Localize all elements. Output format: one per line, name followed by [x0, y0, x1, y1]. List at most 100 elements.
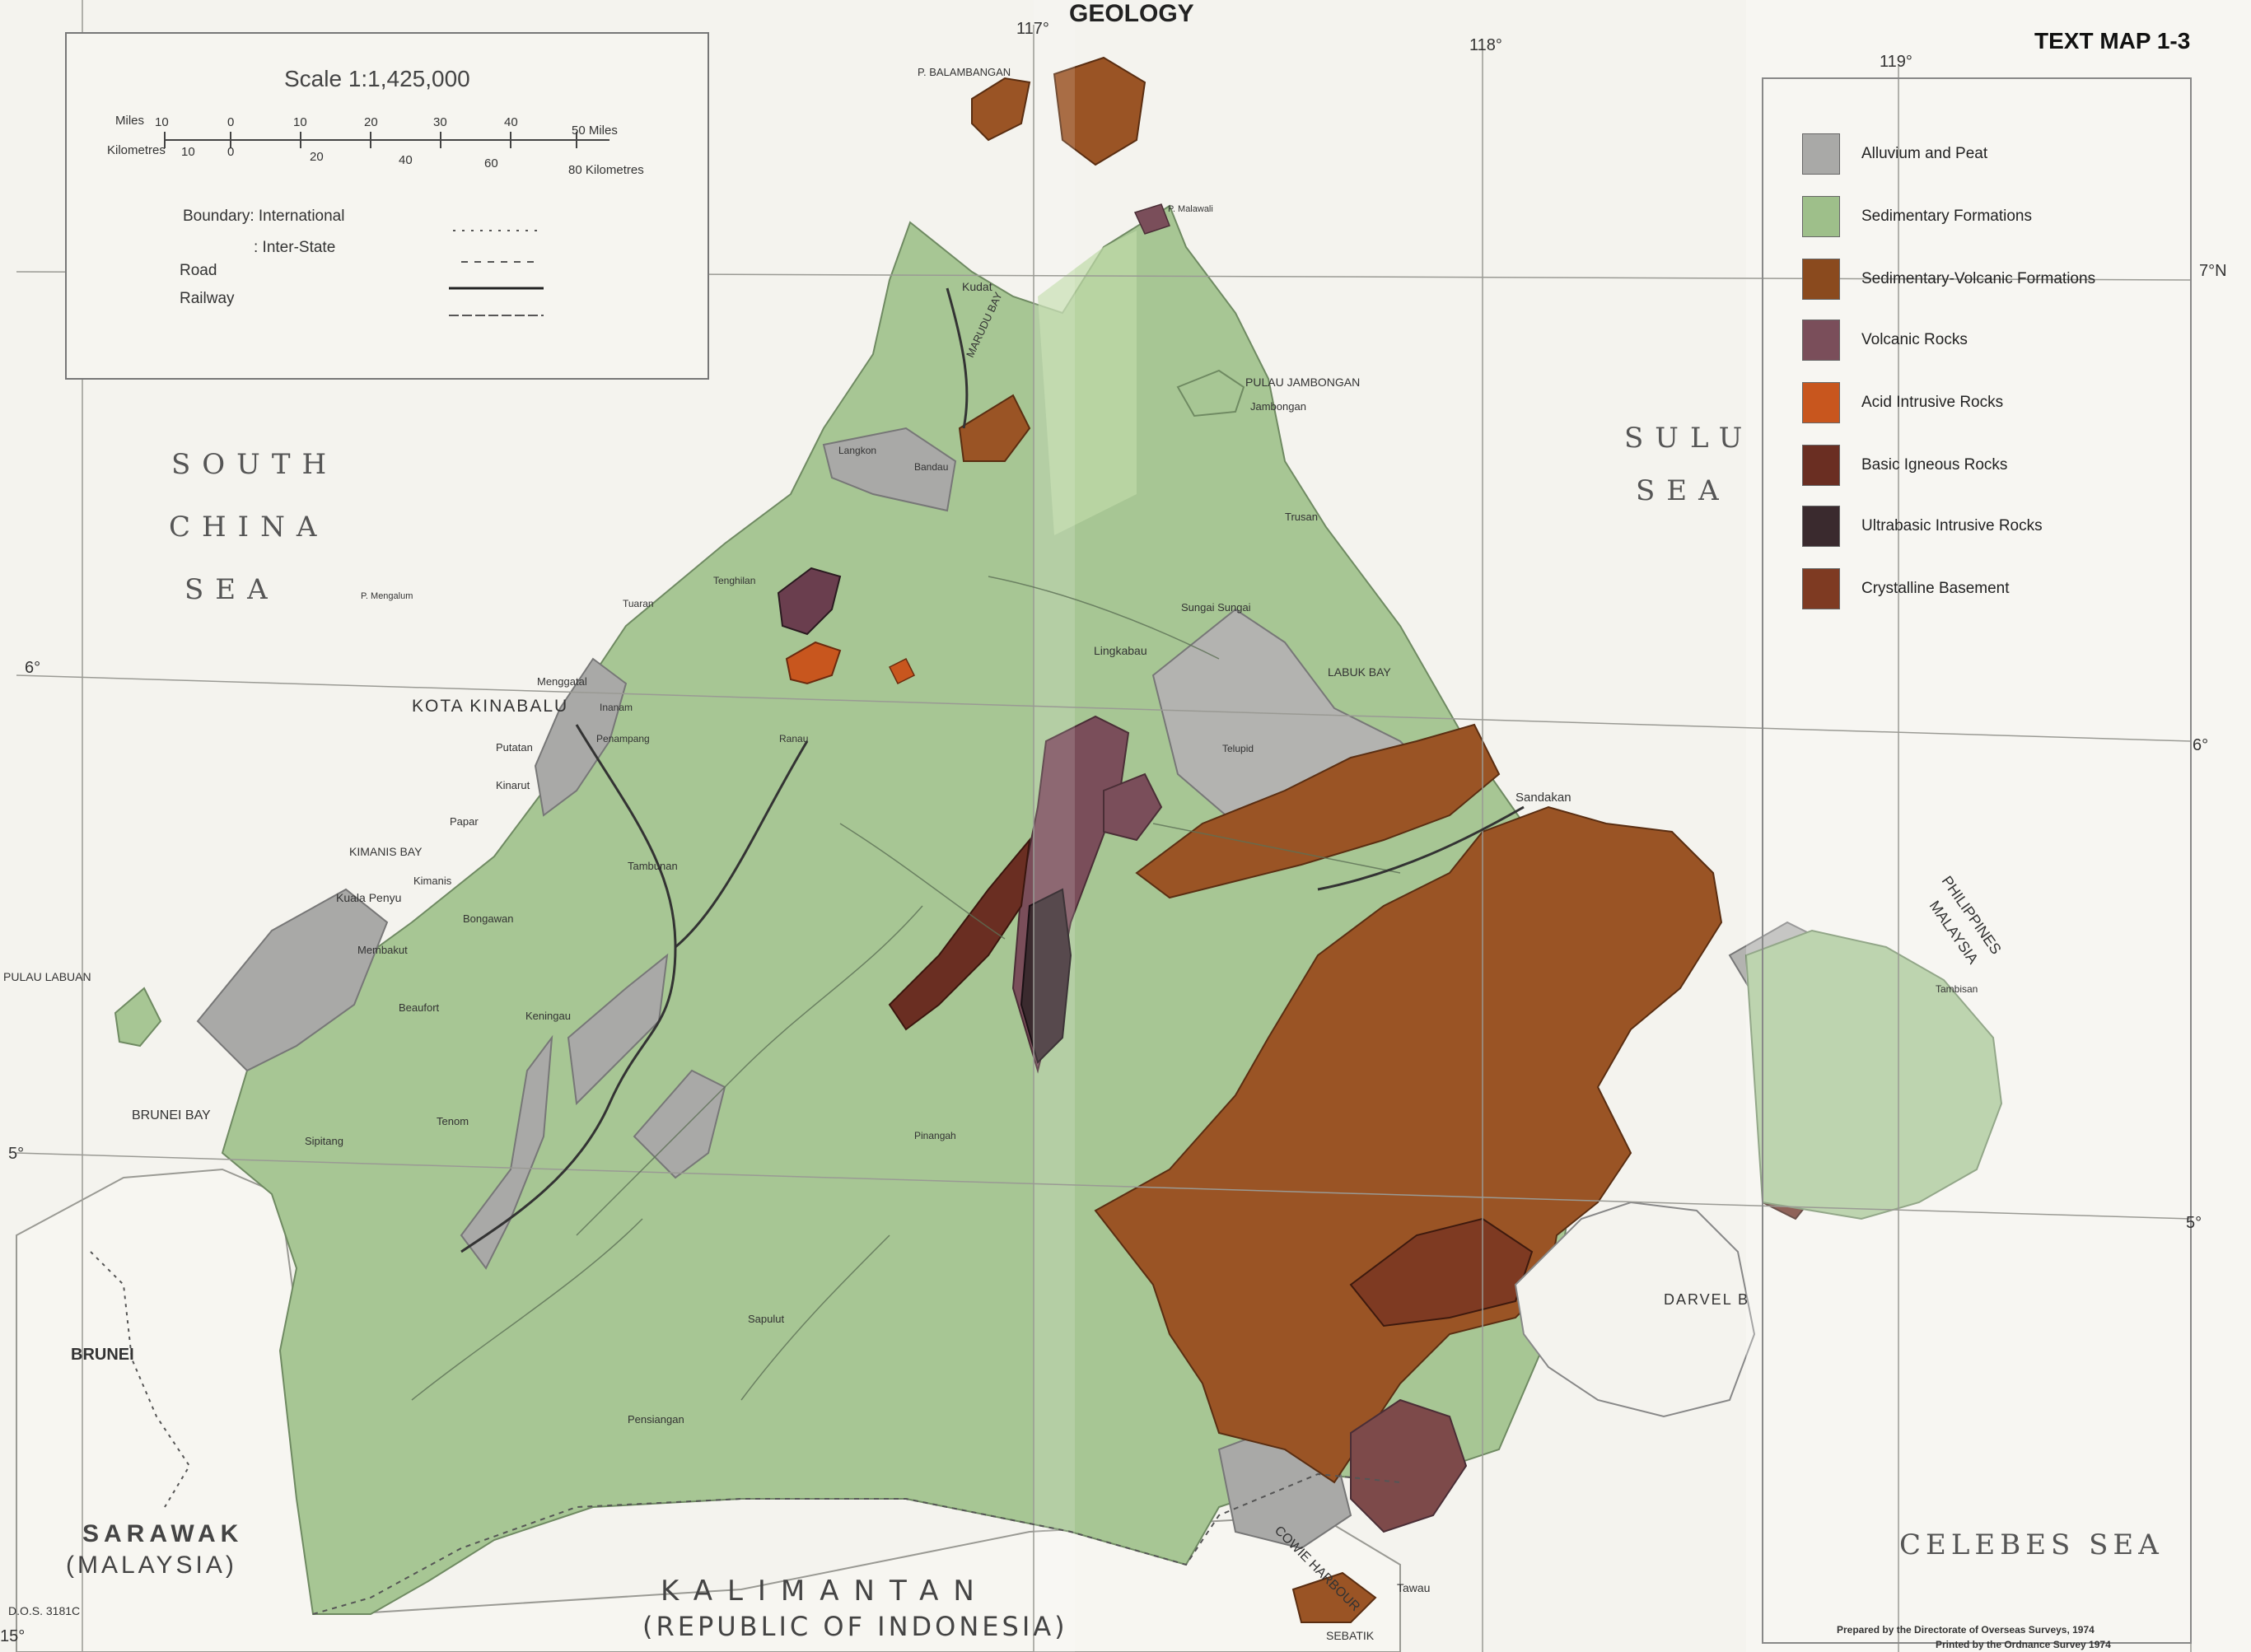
- fold-highlight: [1034, 0, 1075, 1652]
- place-pinangah: Pinangah: [914, 1130, 956, 1141]
- lon-label-118: 118°: [1469, 36, 1502, 54]
- geology-sedimentary-volcanic-east: [1094, 805, 1723, 1484]
- island-pulau-labuan: [114, 987, 162, 1048]
- island-p-balambangan: [971, 77, 1031, 142]
- scale-mile-tick: 20: [364, 115, 378, 129]
- scale-mile-tick: 0: [227, 115, 235, 129]
- place-sapulut: Sapulut: [748, 1313, 785, 1325]
- lat-label-left-5: 5°: [8, 1145, 25, 1163]
- map-code: D.O.S. 3181C: [8, 1604, 81, 1617]
- legend-label: Sedimentary-Volcanic Formations: [1861, 270, 2096, 287]
- place-brunei-bay: BRUNEI BAY: [132, 1108, 211, 1122]
- place-tambisan: Tambisan: [1936, 983, 1978, 995]
- legend-swatch: [1802, 506, 1840, 547]
- boundary-legend-symbols: [449, 230, 544, 316]
- place-penampang: Penampang: [596, 733, 650, 744]
- legend-swatch: [1802, 445, 1840, 486]
- scale-km-tick: 20: [310, 150, 324, 164]
- fold-panel-right: [1746, 0, 2251, 1652]
- place-sipitang: Sipitang: [305, 1135, 343, 1147]
- legend-label: Sedimentary Formations: [1861, 208, 2032, 225]
- geology-volcanic-rocks-tawau: [1350, 1398, 1468, 1533]
- scale-mile-tick: 10: [293, 115, 307, 129]
- boundary-international-label: Boundary: International: [183, 208, 345, 225]
- place-p-mengalum: P. Mengalum: [361, 591, 413, 601]
- boundary-international: [312, 1472, 1401, 1615]
- place-ranau: Ranau: [779, 733, 809, 744]
- place-tenom: Tenom: [437, 1115, 469, 1127]
- place-sungai-sungai: Sungai Sungai: [1181, 601, 1251, 614]
- scale-mile-tick: 40: [504, 115, 518, 129]
- geology-basic-igneous-segama: [888, 837, 1031, 1031]
- legend-swatch: [1802, 133, 1840, 175]
- legend-swatch: [1802, 196, 1840, 237]
- scale-mile-tick: 10: [155, 115, 169, 129]
- place-pensiangan: Pensiangan: [628, 1413, 684, 1426]
- geology-volcanic-rocks-telupid: [1103, 772, 1163, 842]
- geology-sedimentary-volcanic-balambangan: [1053, 56, 1147, 166]
- scale-km-tick: 80 Kilometres: [568, 163, 644, 177]
- geology-sedimentary-light: [1038, 231, 1137, 535]
- place-bongawan: Bongawan: [463, 912, 514, 925]
- inset-box: [65, 32, 709, 380]
- place-kudat: Kudat: [962, 280, 992, 293]
- geology-alluvium-north: [822, 427, 957, 512]
- credit-printed: Printed by the Ordnance Survey 1974: [1936, 1639, 2111, 1650]
- water-darvel-bay: [1514, 1201, 1756, 1418]
- geology-ultrabasic-kinabalu: [777, 567, 842, 636]
- sea-label-sulu: SULU: [1624, 422, 1754, 455]
- place-labuk-bay: LABUK BAY: [1328, 665, 1391, 679]
- scale-km-tick: 0: [227, 145, 235, 159]
- legend-swatch: [1802, 382, 1840, 423]
- sea-label-sea: SEA: [184, 573, 279, 606]
- legend-label: Acid Intrusive Rocks: [1861, 394, 2004, 411]
- lat-label-right-6: 6°: [2193, 736, 2209, 754]
- region-kalimantan: KALIMANTAN: [661, 1575, 989, 1608]
- roads: [460, 287, 1525, 1253]
- sea-label-sulu-sea: SEA: [1636, 474, 1730, 507]
- scale-label: Scale 1:1,425,000: [284, 66, 470, 91]
- place-beaufort: Beaufort: [399, 1001, 440, 1014]
- place-tawau: Tawau: [1397, 1581, 1431, 1594]
- place-pulau-labuan: PULAU LABUAN: [3, 970, 91, 983]
- geology-sedimentary-volcanic-tawau: [1291, 1571, 1377, 1623]
- place-kota-kinabalu: KOTA KINABALU: [412, 697, 569, 716]
- place-sandakan: Sandakan: [1515, 791, 1571, 805]
- legend-label: Volcanic Rocks: [1861, 331, 1968, 348]
- place-putatan: Putatan: [496, 741, 533, 754]
- geology-alluvium-interior: [633, 1069, 726, 1179]
- sea-label-south: SOUTH: [171, 448, 339, 481]
- place-kinarut: Kinarut: [496, 779, 530, 791]
- geology-alluvium-west-coast: [196, 888, 389, 1072]
- geology-acid-intrusive-kinabalu-2: [888, 657, 916, 685]
- place-darvel-bay: DARVEL B: [1664, 1291, 1750, 1308]
- map-id: TEXT MAP 1-3: [2034, 28, 2191, 54]
- map-title: GEOLOGY: [1069, 0, 1194, 27]
- scale-km-tick: 60: [484, 156, 498, 170]
- scale-mile-tick: 30: [433, 115, 447, 129]
- legend-swatch: [1802, 259, 1840, 300]
- legend-label: Crystalline Basement: [1861, 580, 2010, 597]
- lon-label-117: 117°: [1016, 20, 1049, 38]
- place-p-malawali: P. Malawali: [1168, 204, 1213, 214]
- legend-label: Alluvium and Peat: [1861, 145, 1988, 162]
- credit-prepared: Prepared by the Directorate of Overseas …: [1837, 1624, 2095, 1636]
- geology-sedimentary-volcanic-marudu: [958, 394, 1031, 462]
- scale-km-label: Kilometres: [107, 143, 166, 157]
- lat-label-left-6: 6°: [25, 659, 41, 677]
- land-sarawak-kalimantan: [16, 1168, 1401, 1652]
- geology-alluvium-tenom: [460, 1034, 553, 1270]
- lat-label-right-5: 5°: [2186, 1214, 2202, 1232]
- legend-label: Ultrabasic Intrusive Rocks: [1861, 517, 2043, 534]
- scale-bar: [164, 132, 609, 148]
- place-tenghilan: Tenghilan: [713, 575, 756, 586]
- place-lingkabau: Lingkabau: [1094, 644, 1147, 657]
- region-kalimantan-sub: (REPUBLIC OF INDONESIA): [642, 1611, 1068, 1642]
- railway-label: Railway: [180, 290, 235, 307]
- rivers: [411, 576, 1401, 1401]
- place-tuaran: Tuaran: [623, 598, 654, 609]
- place-sebatik: SEBATIK: [1326, 1629, 1375, 1642]
- sea-label-celebes: CELEBES SEA: [1899, 1528, 2164, 1561]
- place-membakut: Membakut: [357, 944, 408, 956]
- place-p-balambangan: P. BALAMBANGAN: [918, 66, 1011, 78]
